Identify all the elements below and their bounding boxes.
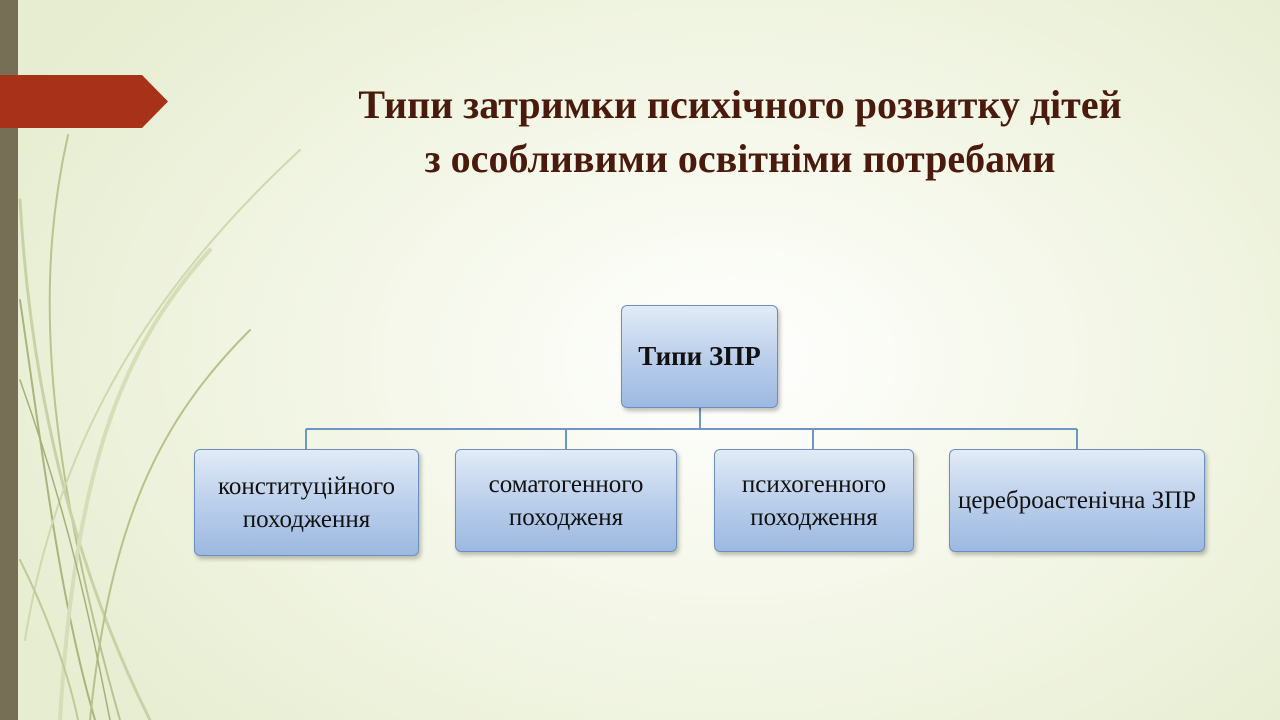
child-node-label: соматогенного походженя bbox=[488, 470, 644, 531]
title-arrow-marker bbox=[0, 75, 168, 128]
title-line-1: Типи затримки психічного розвитку дітей bbox=[358, 82, 1122, 127]
child-node-somatogenic: соматогенного походженя bbox=[455, 449, 677, 552]
child-node-psychogenic: психогенного походження bbox=[714, 449, 914, 552]
slide-title: Типи затримки психічного розвитку дітей … bbox=[240, 78, 1240, 186]
child-node-constitutional: конституційного походження bbox=[194, 449, 419, 556]
child-node-label: психогенного походження bbox=[741, 470, 887, 531]
child-node-cerebroasthenic: цереброастенічна ЗПР bbox=[949, 449, 1205, 552]
child-node-label: конституційного походження bbox=[218, 472, 395, 533]
left-accent-bar bbox=[0, 0, 18, 720]
decorative-leaves bbox=[18, 134, 301, 720]
title-line-2: з особливими освітніми потребами bbox=[424, 136, 1056, 181]
root-node-label: Типи ЗПР bbox=[638, 341, 761, 371]
root-node-zpr-types: Типи ЗПР bbox=[621, 305, 778, 408]
child-node-label: цереброастенічна ЗПР bbox=[957, 487, 1197, 514]
